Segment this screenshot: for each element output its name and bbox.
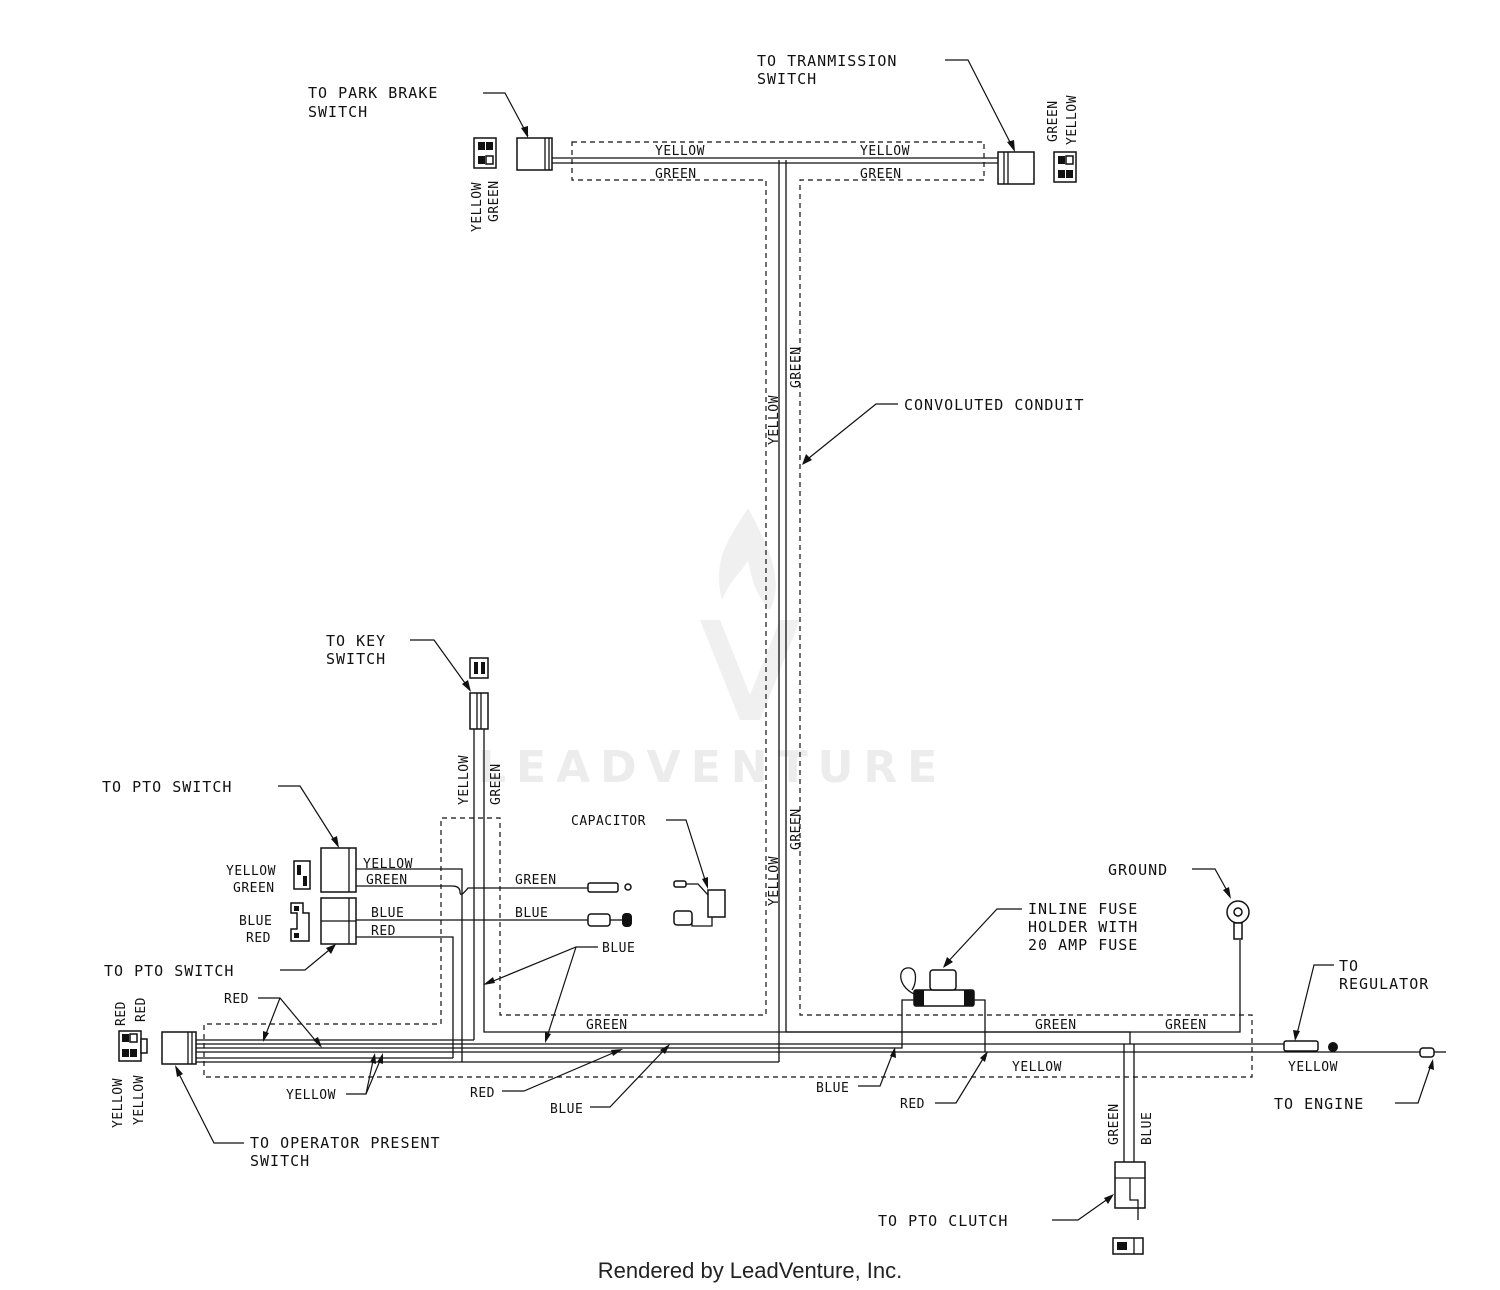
regulator-label: TO (1339, 957, 1359, 975)
operator-pin-red: RED (134, 997, 149, 1022)
wire-label-blue: BLUE (550, 1102, 583, 1117)
wire-label-green: GREEN (586, 1018, 628, 1033)
wire-label-green: GREEN (655, 167, 697, 182)
operator-present-connector-face (118, 1030, 148, 1062)
wire-label-green: GREEN (789, 808, 804, 850)
transmission-connector-face (1053, 151, 1077, 183)
operator-present-label: TO OPERATOR PRESENT (250, 1134, 441, 1152)
operator-pin-yellow: YELLOW (111, 1078, 126, 1128)
pto-pin-red: RED (246, 931, 271, 946)
wire-label-yellow: YELLOW (767, 395, 782, 445)
footer-credit: Rendered by LeadVenture, Inc. (597, 1258, 903, 1283)
key-switch-label: TO KEY (326, 632, 386, 650)
pto-switch-top-label: TO PTO SWITCH (102, 778, 232, 796)
ground-label: GROUND (1108, 861, 1168, 879)
capacitor-label: CAPACITOR (571, 814, 646, 829)
key-switch-connector-face (469, 657, 489, 679)
wire-label-green: GREEN (860, 167, 902, 182)
connector-pin-green: GREEN (1046, 100, 1061, 142)
pto-pin-blue: BLUE (239, 914, 272, 929)
pto-switch-face-top (293, 860, 311, 890)
wire-label-yellow: YELLOW (655, 144, 705, 159)
key-switch-connector (469, 692, 489, 730)
connector-pin-yellow: YELLOW (1065, 95, 1080, 145)
engine-label: TO ENGINE (1274, 1095, 1364, 1113)
wire-label-yellow: YELLOW (1012, 1060, 1062, 1075)
wire-label-green: GREEN (515, 873, 557, 888)
wire-label-green: GREEN (1165, 1018, 1207, 1033)
park-brake-connector-face (473, 137, 497, 169)
pto-pin-yellow: YELLOW (226, 864, 276, 879)
wire-label-red: RED (371, 924, 396, 939)
pto-pin-green: GREEN (233, 881, 275, 896)
operator-present-connector (161, 1031, 197, 1065)
watermark-text: LEADVENTURE (478, 742, 947, 793)
conduit-label: CONVOLUTED CONDUIT (904, 396, 1085, 414)
top-harness: YELLOW GREEN YELLOW GREEN YELLOW GREEN G… (203, 52, 1253, 1078)
operator-present-label-line2: SWITCH (250, 1152, 310, 1170)
bottom-harness: RED RED YELLOW YELLOW INLINE FUSE HOLDER… (111, 861, 1446, 1255)
wire-label-green: GREEN (1035, 1018, 1077, 1033)
ground-ring-terminal (1226, 900, 1250, 940)
pto-switch-face-bottom (290, 902, 310, 942)
wire-label-blue: BLUE (371, 906, 404, 921)
wire-label-green: GREEN (366, 873, 408, 888)
wire-label-yellow: YELLOW (363, 857, 413, 872)
fuse-label: INLINE FUSE (1028, 900, 1138, 918)
key-switch-branch: YELLOW GREEN TO KEY SWITCH (326, 632, 504, 1040)
pto-switch-connector-top (320, 847, 357, 893)
connector-pin-yellow: YELLOW (470, 182, 485, 232)
engine-terminal (1419, 1047, 1446, 1058)
wire-label-blue: BLUE (515, 906, 548, 921)
regulator-label-line2: REGULATOR (1339, 975, 1429, 993)
wire-label-yellow: YELLOW (286, 1088, 336, 1103)
wire-label-blue: BLUE (1140, 1112, 1155, 1145)
fuse-label-line3: 20 AMP FUSE (1028, 936, 1138, 954)
pto-clutch-label: TO PTO CLUTCH (878, 1212, 1008, 1230)
wire-label-yellow: YELLOW (860, 144, 910, 159)
wire-label-yellow: YELLOW (1288, 1060, 1338, 1075)
wire-label-green: GREEN (1107, 1103, 1122, 1145)
connector-pin-green: GREEN (487, 180, 502, 222)
pto-switch-bottom-label: TO PTO SWITCH (104, 962, 234, 980)
wire-label-red: RED (470, 1086, 495, 1101)
wire-label-yellow: YELLOW (457, 755, 472, 805)
park-brake-label: TO PARK BRAKE (308, 84, 438, 102)
fuse-label-line2: HOLDER WITH (1028, 918, 1138, 936)
transmission-label-line2: SWITCH (757, 70, 817, 88)
wire-label-blue: BLUE (816, 1081, 849, 1096)
park-brake-connector (516, 137, 553, 171)
transmission-label: TO TRANMISSION (757, 52, 897, 70)
operator-pin-red: RED (114, 1001, 129, 1026)
capacitor: CAPACITOR (571, 814, 726, 927)
wire-label-green: GREEN (789, 346, 804, 388)
pto-clutch-connector (1112, 1044, 1146, 1255)
inline-fuse-holder (895, 967, 986, 1052)
watermark: LEADVENTURE (478, 508, 947, 793)
wire-label-red: RED (900, 1097, 925, 1112)
pto-switch-branch: YELLOW GREEN BLUE RED YELLOW GREEN BLUE … (102, 778, 632, 1062)
wire-label-green: GREEN (489, 763, 504, 805)
operator-pin-yellow: YELLOW (132, 1075, 147, 1125)
wire-label-yellow: YELLOW (767, 856, 782, 906)
regulator-connector (1283, 1040, 1319, 1052)
key-switch-label-line2: SWITCH (326, 650, 386, 668)
wire-label-blue: BLUE (602, 941, 635, 956)
park-brake-label-line2: SWITCH (308, 103, 368, 121)
wire-label-red: RED (224, 992, 249, 1007)
